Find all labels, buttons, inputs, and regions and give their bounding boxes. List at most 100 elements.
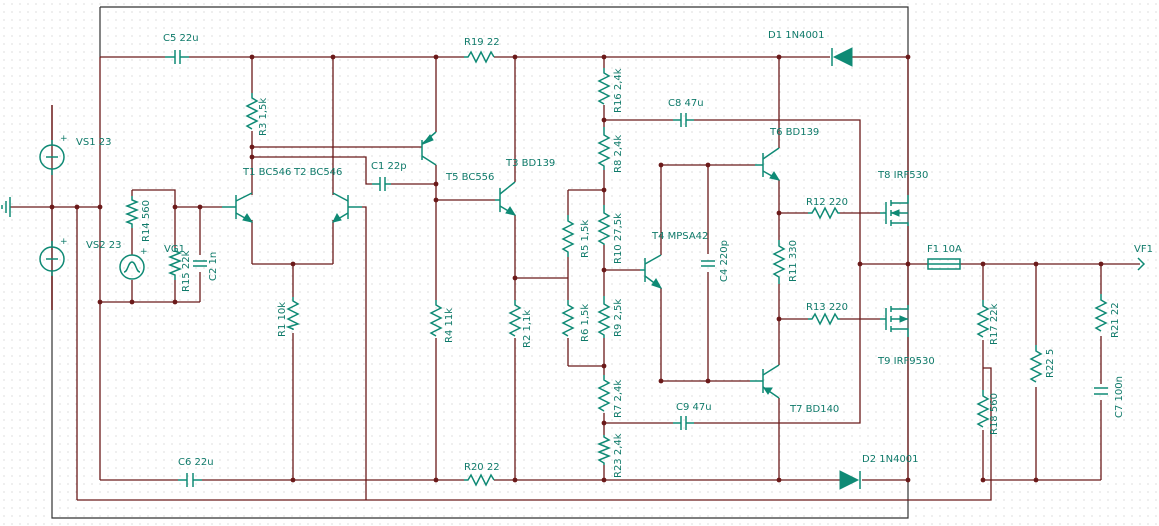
c8-label: C8 47u (668, 98, 704, 109)
r18-resistor (976, 390, 990, 428)
r8-resistor (597, 127, 611, 170)
labels: C5 22u C6 22u R19 22 R20 22 D1 1N4001 D2… (76, 30, 1153, 478)
r6-label: R6 1,5k (580, 304, 591, 342)
vs1-plus-sign: + (60, 134, 68, 144)
t5-label: T5 BC556 (445, 172, 494, 183)
f1-fuse (927, 258, 961, 270)
t1-transistor (222, 192, 254, 223)
r20-label: R20 22 (464, 462, 500, 473)
d2-diode (839, 470, 861, 490)
resistors (124, 50, 1108, 487)
r10-label: R10 27,5k (613, 213, 624, 264)
r23-label: R23 2,4k (613, 433, 624, 478)
r16-resistor (597, 68, 611, 105)
r12-label: R12 220 (806, 197, 848, 208)
t2-label: T2 BC546 (293, 167, 342, 178)
r9-resistor (597, 296, 611, 338)
ground-symbol (1, 197, 11, 217)
c2-label: C2 1n (208, 252, 219, 281)
vs1-label: VS1 23 (76, 137, 111, 148)
output-terminal (1137, 257, 1146, 271)
r5-label: R5 1,5k (580, 220, 591, 258)
r4-label: R4 11k (444, 308, 455, 343)
r11-resistor (772, 240, 786, 284)
c9-label: C9 47u (676, 402, 712, 413)
r6-resistor (561, 300, 575, 337)
c6-label: C6 22u (178, 457, 214, 468)
r21-resistor (1094, 294, 1108, 332)
t6-transistor (755, 147, 781, 181)
wires (10, 56, 1140, 501)
t2-transistor (332, 192, 362, 223)
c7-capacitor (1094, 387, 1108, 395)
d1-label: D1 1N4001 (768, 30, 825, 41)
c5-capacitor (165, 50, 189, 64)
r23-resistor (596, 435, 612, 465)
r3-label: R3 1,5k (258, 98, 269, 136)
r17-label: R17 22k (989, 303, 1000, 345)
t9-mosfet (880, 305, 909, 337)
vf1-label: VF1 (1134, 244, 1153, 255)
r22-label: R22 5 (1045, 349, 1056, 378)
t4-label: T4 MPSA42 (651, 231, 708, 242)
d2-label: D2 1N4001 (862, 454, 919, 465)
r5-resistor (561, 215, 575, 257)
d1-diode (831, 47, 853, 67)
junction-dots (49, 54, 1104, 483)
r17-resistor (976, 300, 990, 338)
t5-transistor (421, 131, 437, 166)
t9-label: T9 IRF9530 (877, 356, 935, 367)
t8-label: T8 IRF530 (877, 170, 928, 181)
r11-label: R11 330 (788, 240, 799, 282)
t4-transistor (640, 254, 663, 289)
c7-label: C7 100n (1114, 376, 1125, 418)
r3-resistor (245, 93, 259, 130)
r1-resistor (285, 297, 301, 330)
t7-label: T7 BD140 (789, 404, 839, 415)
vs2-source: + (39, 237, 68, 276)
r14-label: R14 560 (141, 200, 152, 242)
c1-label: C1 22p (371, 161, 407, 172)
r20-resistor (464, 473, 495, 487)
c8-capacitor (673, 113, 694, 127)
r1-label: R1 10k (277, 302, 288, 337)
r15-resistor (167, 248, 183, 280)
t3-label: T3 BD139 (505, 158, 555, 169)
t6-label: T6 BD139 (769, 127, 819, 138)
vg1-label: VG1 (164, 244, 185, 255)
r19-label: R19 22 (464, 37, 500, 48)
r13-label: R13 220 (806, 302, 848, 313)
t7-transistor (750, 364, 780, 399)
c2-capacitor (193, 260, 207, 267)
r14-resistor (124, 196, 140, 228)
r8-label: R8 2,4k (613, 135, 624, 173)
t3-transistor (495, 181, 517, 216)
r19-resistor (464, 50, 495, 64)
c4-capacitor (701, 260, 715, 267)
r16-label: R16 2,4k (613, 68, 624, 113)
vs2-label: VS2 23 (86, 240, 121, 251)
r7-resistor (597, 375, 611, 412)
frame-wires (51, 6, 909, 519)
vs2-plus-sign: + (60, 237, 68, 247)
r21-label: R21 22 (1110, 302, 1121, 338)
r9-label: R9 2,5k (613, 299, 624, 337)
r18-label: R18 560 (989, 393, 1000, 435)
f1-label: F1 10A (927, 244, 962, 255)
r2-resistor (508, 300, 522, 337)
c4-label: C4 220p (719, 240, 730, 282)
r15-label: R15 22k (181, 250, 192, 292)
vs1-source: + (39, 134, 68, 175)
vg1-plus-sign: + (140, 247, 148, 257)
c5-label: C5 22u (163, 33, 199, 44)
t8-mosfet (880, 195, 909, 226)
c9-capacitor (673, 416, 694, 430)
t1-label: T1 BC546 (242, 167, 291, 178)
r4-resistor (429, 300, 443, 337)
c6-capacitor (178, 473, 202, 487)
r7-label: R7 2,4k (613, 380, 624, 418)
r10-resistor (597, 205, 611, 245)
vg1-signal-generator: + (119, 247, 148, 280)
r12-resistor (808, 206, 840, 220)
